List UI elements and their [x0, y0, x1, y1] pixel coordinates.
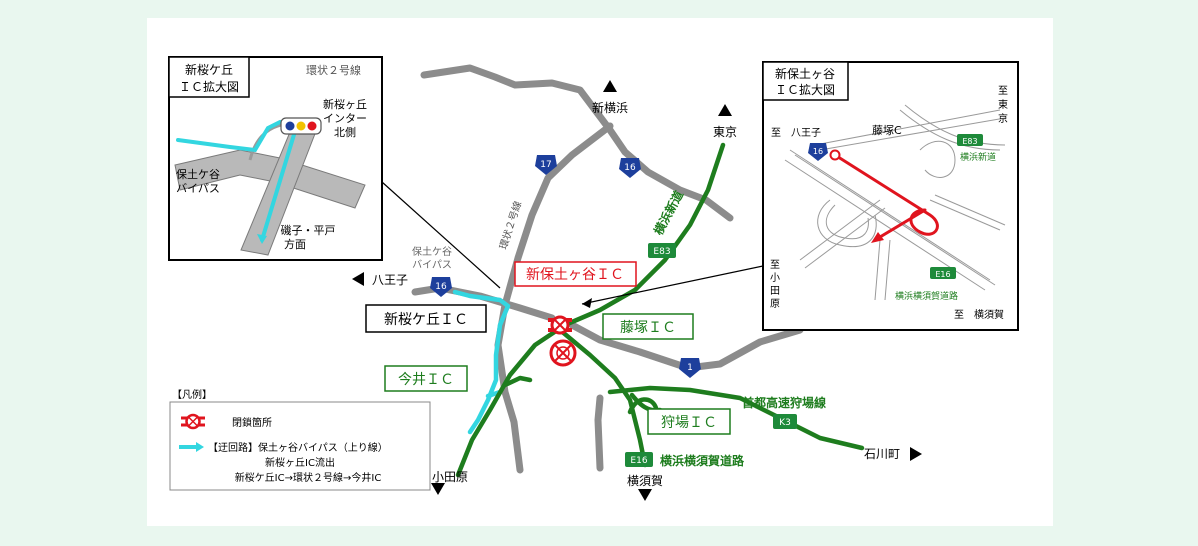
route-16-shield-north: 16: [619, 158, 641, 178]
inset-left-bypass-1: 保土ケ谷: [176, 167, 220, 181]
ic-box-fujitsuka: 藤塚ＩＣ: [602, 313, 694, 340]
legend-title: 【凡例】: [172, 388, 212, 401]
label-shuto-kariba: 首都高速狩場線: [742, 395, 826, 410]
legend-detour-arrow: [179, 442, 204, 452]
inset-right-hachioji: 至 八王子: [771, 127, 821, 139]
inset-left-signal-3: 北側: [334, 126, 356, 139]
label-hodogaya-bp-2: バイパス: [412, 259, 452, 271]
legend-closure-label: 閉鎖箇所: [232, 416, 272, 429]
inset-right-tokyo-3: 京: [998, 112, 1008, 125]
svg-text:今井ＩＣ: 今井ＩＣ: [398, 372, 454, 388]
label-hodogaya-bp-1: 保土ケ谷: [412, 245, 452, 258]
inset-right-odawara-2: 小: [770, 272, 780, 284]
inset-left-signal-1: 新桜ヶ丘: [323, 97, 367, 111]
inset-right-tokyo-1: 至: [998, 85, 1008, 97]
inset-right-odawara-3: 田: [770, 286, 780, 297]
leader-line-left: [381, 181, 501, 289]
label-yokosuka: 横須賀: [627, 474, 663, 488]
ic-box-shin-hodogaya: 新保土ヶ谷ＩＣ: [514, 261, 637, 287]
legend-detour-line3: 新桜ケ丘IC→環状２号線→今井IC: [235, 471, 382, 484]
svg-text:16: 16: [813, 147, 823, 156]
legend-detour-line1: 【迂回路】保土ヶ谷バイパス（上り線）: [208, 441, 388, 454]
south-arrow-yokosuka: [638, 489, 652, 501]
closure-point: [548, 315, 572, 335]
kariba-ic-loop-2: [627, 397, 659, 415]
inset-right-yokosuka: 至 横須賀: [954, 308, 1004, 321]
no-entry-icon: [549, 339, 577, 367]
route-1-shield: 1: [679, 358, 701, 378]
sign-e83: E83: [648, 243, 676, 258]
inset-left-road-label: 環状２号線: [306, 63, 361, 77]
inset-left-bypass-2: バイパス: [176, 182, 220, 195]
svg-text:狩場ＩＣ: 狩場ＩＣ: [661, 415, 717, 431]
inset-right-yokohama-shindo: 横浜新道: [960, 151, 996, 163]
inset-right-title-2: ＩＣ拡大図: [775, 83, 835, 97]
north-arrow-shin-yokohama: [603, 80, 617, 92]
ic-box-imai: 今井ＩＣ: [384, 365, 468, 392]
svg-text:藤塚ＩＣ: 藤塚ＩＣ: [620, 320, 676, 336]
svg-text:1: 1: [687, 363, 693, 373]
north-arrow-tokyo: [718, 104, 732, 116]
leader-line-right: [581, 265, 764, 305]
svg-text:E16: E16: [935, 270, 950, 279]
label-yokoyoko: 横浜横須賀道路: [660, 453, 745, 468]
west-arrow-hachioji: [352, 272, 364, 286]
label-odawara: 小田原: [432, 470, 468, 484]
inset-right-yokoyoko: 横浜横須賀道路: [895, 290, 958, 302]
inset-sign-e83: E83: [957, 134, 983, 146]
inset-right-tokyo-2: 東: [998, 98, 1008, 111]
label-shin-yokohama: 新横浜: [592, 100, 628, 115]
leader-arrowhead: [582, 298, 592, 308]
route-17-shield: 17: [535, 155, 557, 175]
imai-ramp: [502, 375, 533, 388]
inset-left-title-1: 新桜ケ丘: [185, 62, 233, 77]
svg-text:E83: E83: [962, 137, 977, 146]
sign-e16: E16: [625, 452, 653, 467]
inset-right-fujitsuka: 藤塚C: [872, 124, 902, 137]
south-arrow-odawara: [431, 483, 445, 495]
inset-shin-hodogaya: 新保土ヶ谷 ＩＣ拡大図 至 東 京 至 八王子: [762, 61, 1019, 331]
inset-left-title-2: ＩＣ拡大図: [179, 80, 239, 94]
svg-text:新桜ケ丘ＩＣ: 新桜ケ丘ＩＣ: [384, 312, 468, 328]
svg-text:K3: K3: [779, 418, 791, 428]
inset-right-title-1: 新保土ヶ谷: [775, 66, 835, 81]
road-kanjo2: [420, 64, 734, 222]
inset-right-odawara-1: 至: [770, 259, 780, 271]
svg-text:17: 17: [540, 160, 551, 170]
inset-left-direction-1: 磯子・平戸: [281, 224, 336, 237]
east-arrow-ishikawacho: [910, 447, 922, 461]
inset-route-16-shield: 16: [808, 143, 828, 161]
legend-detour-line2: 新桜ヶ丘IC流出: [265, 456, 335, 469]
sign-k3: K3: [773, 414, 797, 429]
label-tokyo: 東京: [713, 125, 737, 139]
traffic-signal-icon: [280, 117, 322, 135]
route-16-shield-west: 16: [430, 277, 452, 297]
expressway-kariba: [607, 385, 865, 451]
label-hachioji: 八王子: [372, 273, 408, 287]
inset-shin-sakuragaoka: 新桜ケ丘 ＩＣ拡大図 環状２号線 新桜ヶ丘 インター 北側 保土ケ谷 バイパス …: [168, 56, 383, 261]
ic-box-shin-sakuragaoka: 新桜ケ丘ＩＣ: [365, 304, 487, 333]
svg-text:E16: E16: [630, 456, 647, 466]
svg-text:16: 16: [624, 163, 636, 173]
inset-left-direction-2: 方面: [284, 237, 306, 251]
svg-text:E83: E83: [653, 247, 670, 257]
arrow-head-down: [257, 234, 267, 244]
road-local-south: [594, 394, 604, 472]
label-ishikawacho: 石川町: [864, 447, 900, 461]
inset-sign-e16: E16: [930, 267, 956, 279]
ic-box-kariba: 狩場ＩＣ: [647, 408, 731, 435]
svg-text:新保土ヶ谷ＩＣ: 新保土ヶ谷ＩＣ: [526, 267, 624, 283]
road-route17: [494, 122, 614, 474]
expressway-yokohama-shindo: [455, 142, 726, 478]
inset-left-signal-2: インター: [323, 112, 367, 125]
legend-closure-icon: [181, 413, 205, 430]
svg-text:16: 16: [435, 282, 447, 292]
inset-right-odawara-4: 原: [770, 298, 780, 310]
red-arrow-head: [871, 232, 884, 243]
legend: 【凡例】 閉鎖箇所 【迂回路】保土ヶ谷バイパス（上り線） 新桜ヶ丘IC流出 新桜…: [169, 388, 431, 491]
